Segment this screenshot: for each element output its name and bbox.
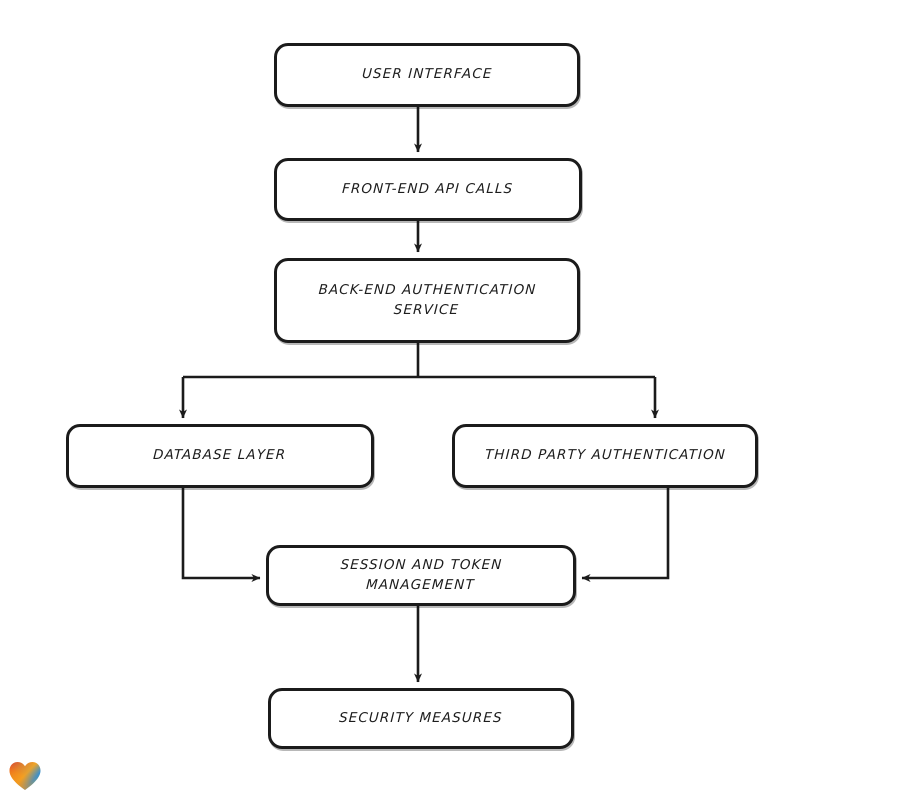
- node-label: FRONT-END API CALLS: [342, 180, 515, 197]
- edge-database-to-session: [181, 488, 261, 582]
- node-label: BACK-END AUTHENTICATION SERVICE: [318, 281, 537, 318]
- node-label: SESSION AND TOKEN MANAGEMENT: [340, 556, 503, 593]
- node-session-and-token-management[interactable]: SESSION AND TOKEN MANAGEMENT: [266, 545, 576, 606]
- node-label: USER INTERFACE: [361, 66, 493, 83]
- node-third-party-authentication[interactable]: THIRD PARTY AUTHENTICATION: [452, 424, 758, 488]
- node-backend-authentication-service[interactable]: BACK-END AUTHENTICATION SERVICE: [274, 258, 580, 343]
- heart-icon: [9, 762, 41, 790]
- node-user-interface[interactable]: USER INTERFACE: [274, 43, 580, 107]
- node-label: THIRD PARTY AUTHENTICATION: [484, 447, 726, 464]
- node-label: SECURITY MEASURES: [338, 709, 504, 726]
- node-frontend-api-calls[interactable]: FRONT-END API CALLS: [274, 158, 582, 221]
- node-database-layer[interactable]: DATABASE LAYER: [66, 424, 374, 488]
- edge-third-party-to-session: [581, 488, 670, 582]
- node-label: DATABASE LAYER: [153, 447, 288, 464]
- node-security-measures[interactable]: SECURITY MEASURES: [268, 688, 574, 749]
